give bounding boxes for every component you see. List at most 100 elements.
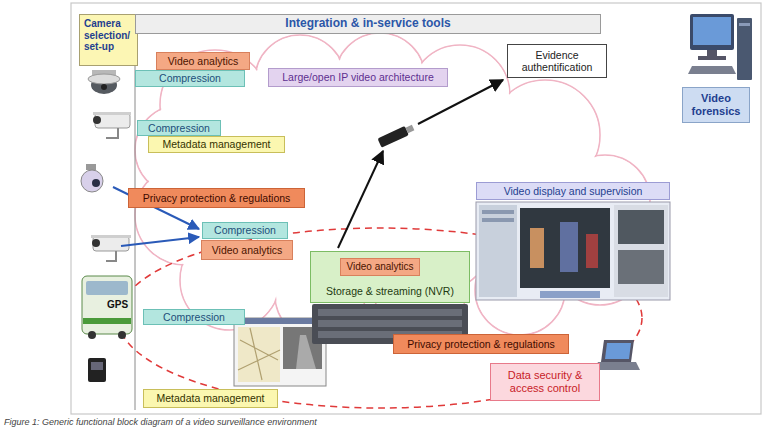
ball-camera [81, 164, 103, 192]
bullet-camera [106, 251, 116, 261]
bullet-camera [92, 239, 100, 247]
data-arrow [338, 151, 383, 248]
gps-label: GPS [106, 299, 129, 310]
display-screens [520, 208, 610, 288]
computer-icon [737, 18, 752, 80]
nvr-device [318, 309, 462, 316]
bullet-camera [91, 235, 131, 238]
forensics-box: Video forensics [682, 87, 750, 123]
bullet-camera [93, 116, 101, 124]
bullet-camera [106, 128, 118, 138]
usb-stick [377, 126, 408, 148]
box-label: Data security & access control [495, 369, 595, 394]
box-label: Integration & in-service tools [285, 17, 450, 31]
display-screens [540, 291, 600, 298]
computer-icon [688, 14, 752, 80]
metadata-box: Metadata management [143, 389, 278, 408]
gps-device [91, 362, 103, 370]
computer-icon [690, 14, 734, 50]
bus [86, 281, 128, 295]
map-screen [238, 327, 280, 382]
dome-camera [88, 74, 120, 84]
bus [82, 276, 132, 334]
compression-box: Compression [143, 309, 245, 325]
laptop-icon [594, 340, 640, 370]
display-screens [482, 210, 514, 214]
figure-caption: Figure 1: Generic functional block diagr… [4, 417, 317, 427]
cloud-outline [135, 33, 650, 340]
usb-stick [406, 125, 415, 133]
box-label: Large/open IP video architecture [282, 71, 434, 83]
security-box: Data security & access control [490, 363, 600, 401]
box-label: Video analytics [168, 55, 238, 67]
box-label: Privacy protection & regulations [143, 192, 291, 204]
box-label: Compression [214, 224, 276, 236]
dome-camera [88, 70, 120, 94]
display-screens [560, 222, 578, 272]
display-screens [618, 210, 664, 244]
box-label: Video display and supervision [504, 185, 643, 197]
ball-camera [86, 164, 96, 170]
privacy-box: Privacy protection & regulations [393, 334, 569, 354]
box-label: Video analytics [212, 244, 282, 256]
box-label: Compression [163, 311, 225, 323]
dome-camera [101, 84, 107, 90]
box-label: Privacy protection & regulations [407, 338, 555, 350]
bullet-camera [93, 236, 129, 251]
box-label: Video analytics [346, 261, 413, 273]
bus [88, 331, 96, 339]
display-screens [476, 202, 670, 300]
camera-arrow [121, 237, 199, 246]
compression-box: Compression [137, 120, 221, 136]
display-screens [476, 202, 670, 300]
computer-icon [698, 56, 726, 60]
data-arrow [338, 80, 503, 248]
box-label: Evidence authentification [512, 49, 602, 73]
architecture-box: Large/open IP video architecture [268, 68, 448, 87]
display-screens [479, 205, 517, 297]
figure-frame [71, 3, 761, 414]
privacy-box: Privacy protection & regulations [128, 188, 305, 208]
box-label: Metadata management [163, 138, 271, 150]
map-screen [238, 328, 280, 380]
gps-device [88, 358, 106, 382]
laptop-icon [594, 362, 640, 370]
computer-icon [693, 17, 731, 45]
computer-icon [739, 23, 750, 26]
display-screens [530, 228, 544, 268]
figure-frame [71, 3, 761, 414]
compression-box: Compression [135, 70, 245, 87]
setup-box: Camera selection/ set-up [79, 14, 138, 66]
nvr-device [318, 320, 462, 327]
bullet-camera [93, 112, 131, 115]
metadata-box: Metadata management [148, 136, 285, 153]
box-label: Camera selection/ set-up [84, 18, 133, 53]
bus [118, 331, 126, 339]
cloud-outline [160, 50, 270, 160]
evidence-box: Evidence authentification [507, 44, 607, 78]
analytics-box: Video analytics [201, 240, 293, 260]
display-screens [482, 218, 514, 222]
storage-box: Storage & streaming (NVR) Video analytics [310, 251, 470, 303]
display-screens [614, 205, 668, 297]
laptop-icon [605, 343, 631, 359]
box-label: Storage & streaming (NVR) [326, 285, 454, 297]
box-label: Compression [148, 122, 210, 134]
bullet-camera [91, 235, 131, 261]
gps-device [88, 358, 106, 382]
compression-box: Compression [202, 222, 288, 239]
bus [83, 318, 131, 324]
usb-stick [377, 123, 415, 148]
analytics-box: Video analytics [156, 52, 250, 70]
display-screens [618, 250, 664, 284]
ball-camera [81, 170, 103, 192]
box-label: Metadata management [157, 392, 265, 404]
cloud-fill [136, 34, 649, 339]
box-label: Video forensics [687, 92, 745, 117]
ball-camera [92, 179, 100, 187]
display-screens [586, 234, 598, 268]
bullet-camera [93, 112, 131, 138]
box-label: Compression [159, 72, 221, 84]
analytics-box: Video analytics [340, 258, 420, 276]
